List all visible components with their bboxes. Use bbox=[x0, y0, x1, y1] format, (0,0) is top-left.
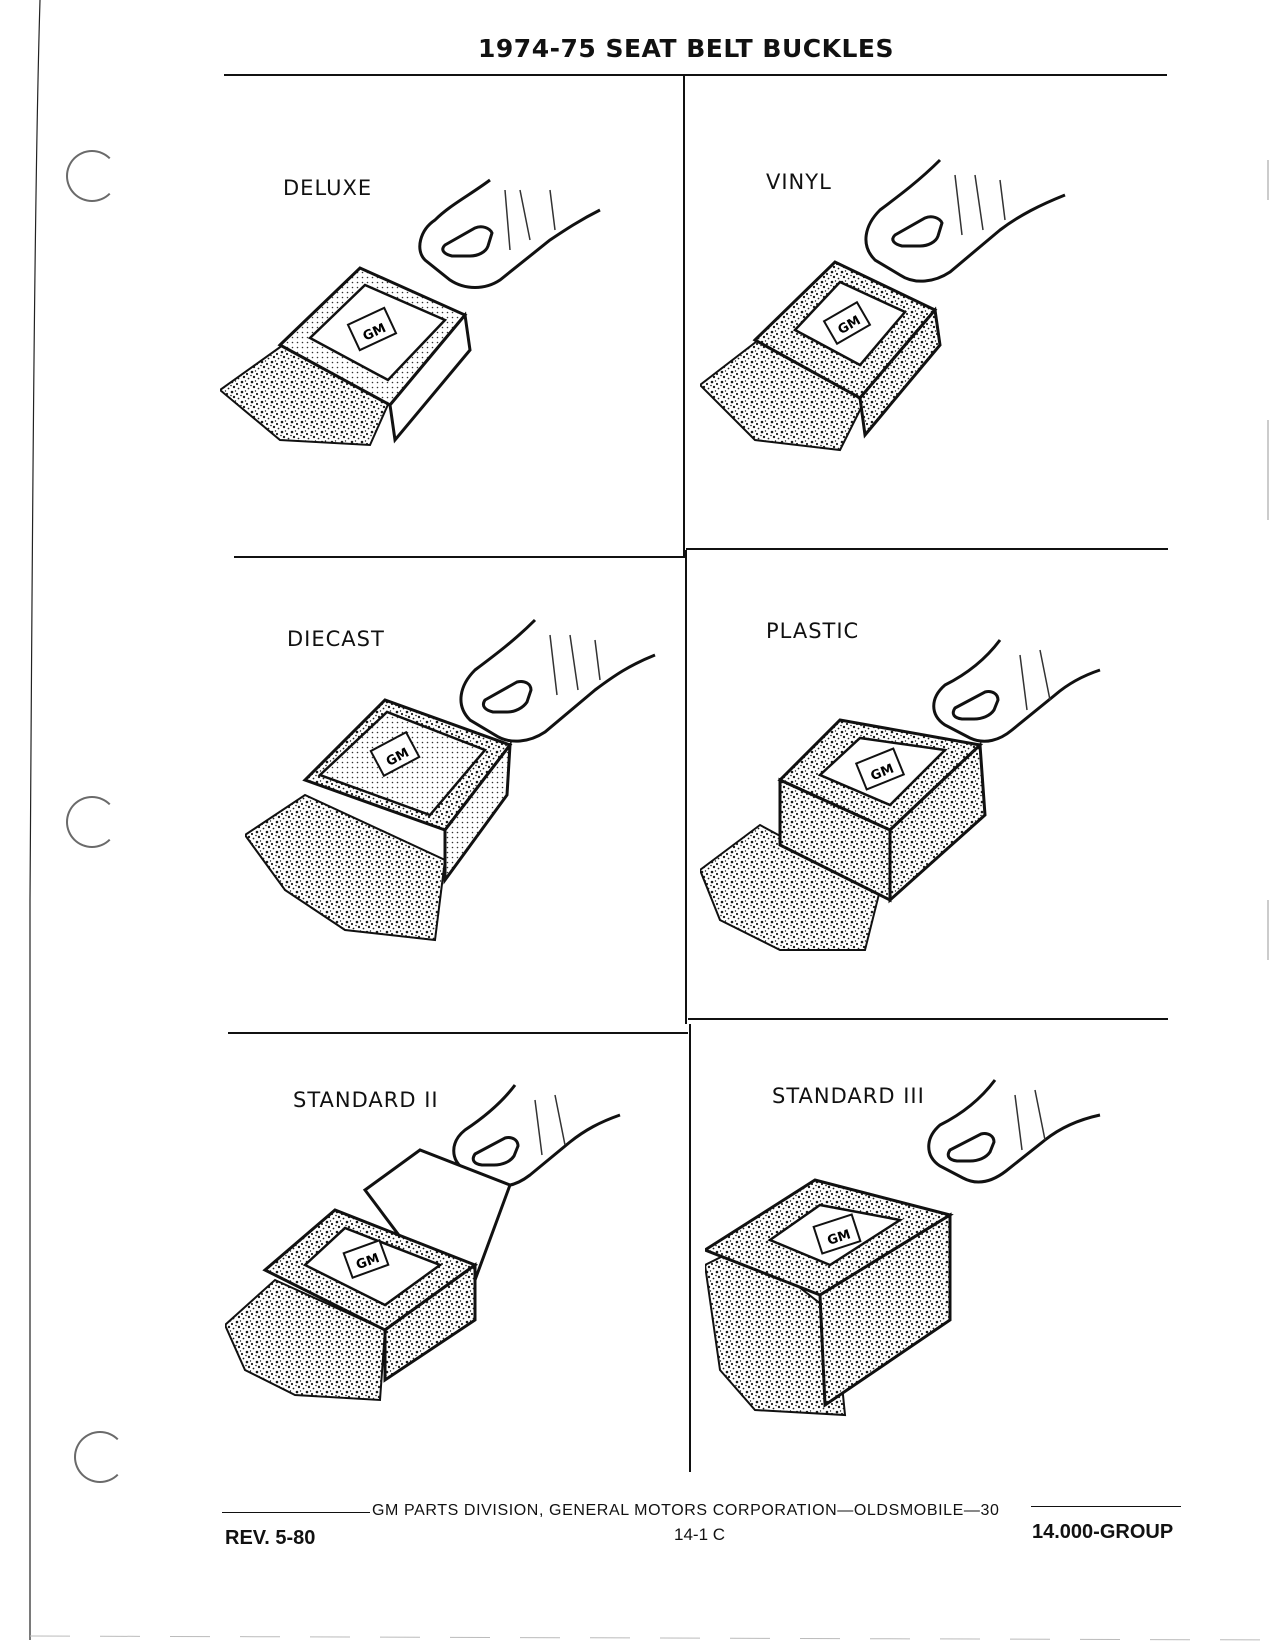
plastic-buckle-illustration: GM bbox=[700, 639, 1101, 951]
gm-logo-icon: GM bbox=[822, 300, 872, 346]
buckle-label-standard-ii: STANDARD II bbox=[293, 1088, 439, 1112]
diecast-belt-webbing bbox=[245, 793, 447, 942]
grid-divider-row2 bbox=[228, 1032, 688, 1034]
footer-corporation: GM PARTS DIVISION, GENERAL MOTORS CORPOR… bbox=[372, 1502, 1000, 1519]
standard-ii-buckle-illustration: GM bbox=[225, 1084, 621, 1402]
standard-ii-buckle-body: GM bbox=[262, 1148, 512, 1383]
plastic-belt-webbing bbox=[700, 823, 882, 951]
deluxe-buckle-illustration: GM bbox=[220, 178, 601, 447]
standard-iii-buckle-body: GM bbox=[705, 1178, 954, 1408]
vinyl-buckle-body: GM bbox=[752, 260, 942, 439]
footer-group: 14.000-GROUP bbox=[1032, 1521, 1174, 1543]
grid-divider-vertical-middle bbox=[685, 550, 687, 1024]
binder-hole-middle bbox=[66, 796, 118, 848]
buckle-label-diecast: DIECAST bbox=[287, 627, 385, 651]
grid-divider-vertical-bottom bbox=[689, 1024, 691, 1472]
diecast-buckle-illustration: GM bbox=[245, 618, 656, 942]
gm-logo-icon: GM bbox=[812, 1213, 862, 1255]
footer-rule-left bbox=[222, 1512, 370, 1513]
grid-divider-vertical-top bbox=[683, 74, 685, 557]
binder-hole-bottom bbox=[74, 1431, 126, 1483]
binder-hole-top bbox=[66, 150, 118, 202]
page-title: 1974-75 SEAT BELT BUCKLES bbox=[478, 34, 894, 63]
plastic-latch-plate bbox=[932, 639, 1101, 743]
grid-divider-row2-right bbox=[688, 1018, 1168, 1020]
standard-iii-buckle-illustration: GM bbox=[705, 1079, 1101, 1417]
gm-logo-icon: GM bbox=[342, 1239, 390, 1279]
footer-rule-right bbox=[1031, 1506, 1181, 1507]
buckle-label-standard-iii: STANDARD III bbox=[772, 1084, 925, 1108]
buckle-label-vinyl: VINYL bbox=[766, 170, 832, 194]
footer-revision: REV. 5-80 bbox=[225, 1527, 316, 1549]
standard-ii-latch-plate bbox=[452, 1084, 621, 1188]
buckle-label-deluxe: DELUXE bbox=[283, 176, 373, 200]
diecast-buckle-body: GM bbox=[302, 698, 513, 885]
vinyl-latch-plate bbox=[864, 158, 1066, 283]
standard-ii-belt-webbing bbox=[225, 1278, 387, 1402]
grid-divider-row1 bbox=[234, 556, 686, 558]
diecast-latch-plate bbox=[459, 618, 656, 743]
vinyl-buckle-illustration: GM bbox=[700, 158, 1066, 452]
plastic-buckle-body: GM bbox=[777, 718, 987, 904]
title-rule bbox=[224, 74, 1167, 76]
deluxe-buckle-body: GM bbox=[277, 266, 472, 444]
vinyl-belt-webbing bbox=[700, 333, 867, 452]
deluxe-belt-webbing bbox=[220, 338, 392, 447]
gm-logo-icon: GM bbox=[854, 747, 906, 791]
svg-text:GM: GM bbox=[826, 1227, 853, 1249]
gm-logo-icon: GM bbox=[346, 306, 398, 352]
standard-iii-latch-plate bbox=[927, 1079, 1101, 1184]
buckle-label-plastic: PLASTIC bbox=[766, 619, 860, 643]
footer-page-number: 14-1 C bbox=[674, 1525, 726, 1544]
deluxe-latch-plate bbox=[418, 178, 601, 289]
grid-divider-row1-right bbox=[686, 548, 1168, 550]
